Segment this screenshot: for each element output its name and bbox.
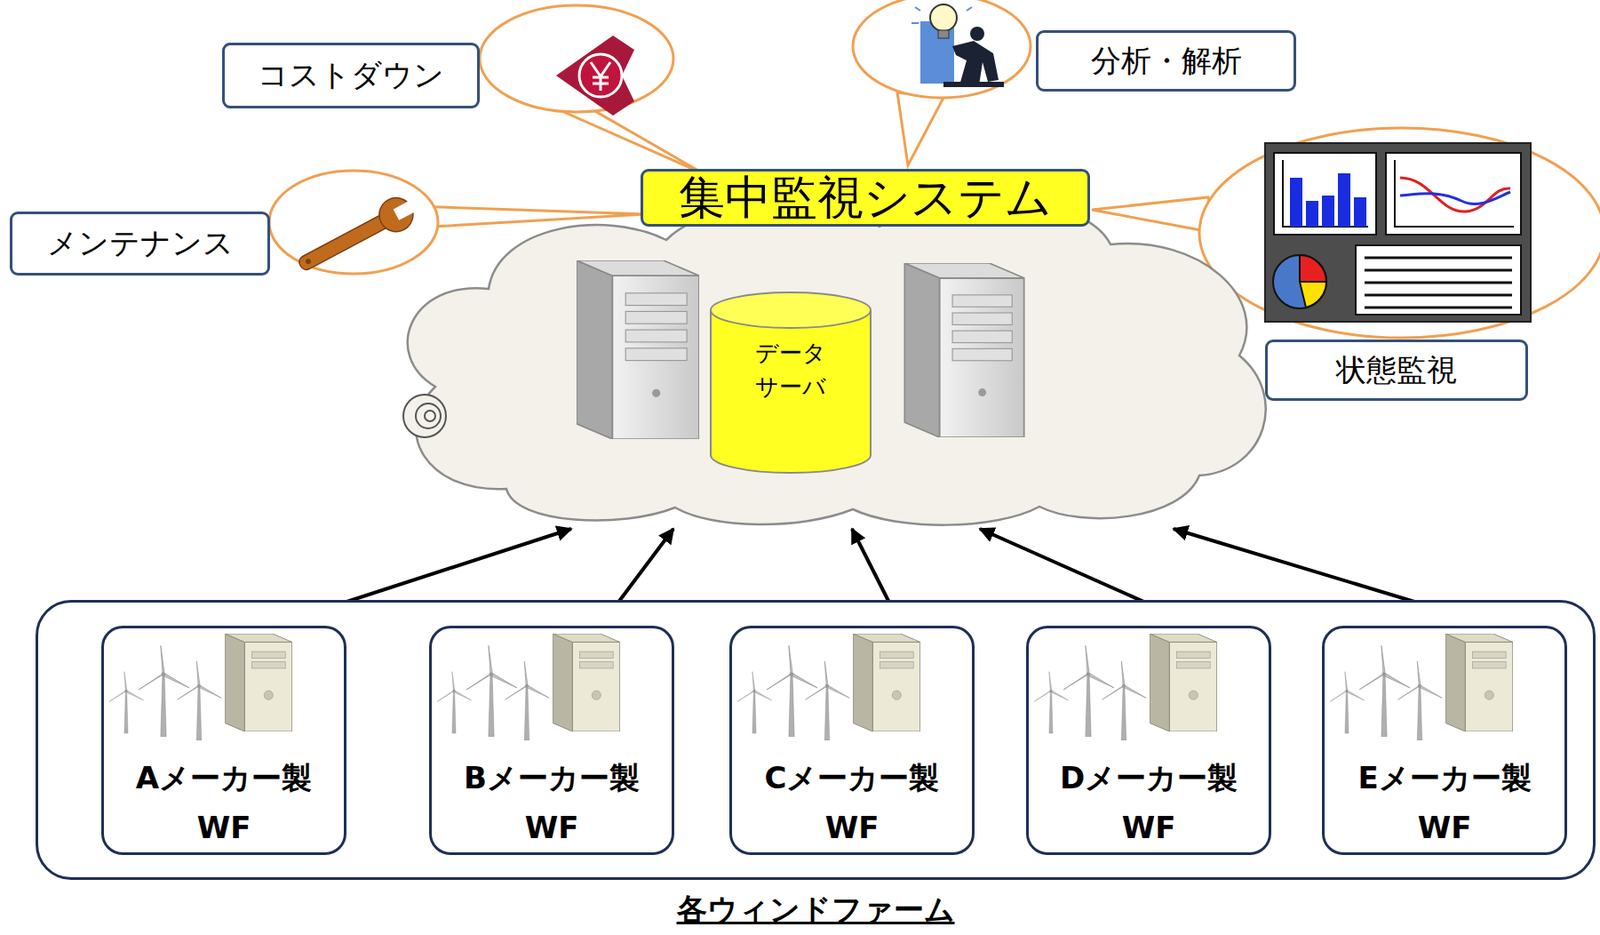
node-label: WF	[431, 809, 672, 845]
node-label: 分析・解析	[1090, 40, 1242, 82]
group-band: 各ウィンドファームAメーカー製WFBメーカー製WFCメーカー製WFDメーカー製W…	[35, 599, 1596, 880]
node-label: 集中監視システム	[640, 168, 1091, 227]
node-label: Aメーカー製	[103, 757, 344, 799]
database-cylinder: データ サーバ	[708, 290, 873, 475]
callout-box: コストダウン	[222, 42, 480, 109]
node-label: 各ウィンドファーム	[38, 889, 1593, 931]
node-label: データ サーバ	[741, 336, 839, 404]
node-label: 状態監視	[1336, 350, 1457, 391]
node-label: WF	[103, 809, 344, 845]
node-label: Dメーカー製	[1028, 757, 1269, 799]
node-label: メンテナンス	[47, 222, 234, 264]
node-label: Bメーカー製	[431, 757, 672, 799]
node-label: WF	[1028, 809, 1269, 845]
node-label: WF	[1324, 809, 1565, 845]
cloud-system: 集中監視システムデータ サーバ	[373, 164, 1280, 529]
wind-farm-box: Bメーカー製 WF	[429, 625, 675, 855]
wind-farm-box: Aメーカー製 WF	[101, 625, 347, 855]
wrench-icon	[292, 190, 422, 280]
callout-box: 状態監視	[1265, 339, 1529, 401]
wind-farm-box: Dメーカー製 WF	[1026, 625, 1272, 855]
node-label: Cメーカー製	[732, 757, 972, 799]
wind-farm-box: Cメーカー製 WF	[729, 625, 975, 855]
yen-icon	[556, 35, 635, 116]
wind-farm-box: Eメーカー製 WF	[1321, 625, 1568, 855]
node-label: コストダウン	[257, 55, 445, 96]
idea-icon	[911, 4, 1004, 88]
callout-box: 分析・解析	[1035, 30, 1297, 92]
node-label: WF	[732, 809, 972, 845]
dashboard-icon	[1265, 143, 1531, 322]
node-label: Eメーカー製	[1324, 757, 1565, 799]
callout-box: メンテナンス	[9, 211, 271, 276]
